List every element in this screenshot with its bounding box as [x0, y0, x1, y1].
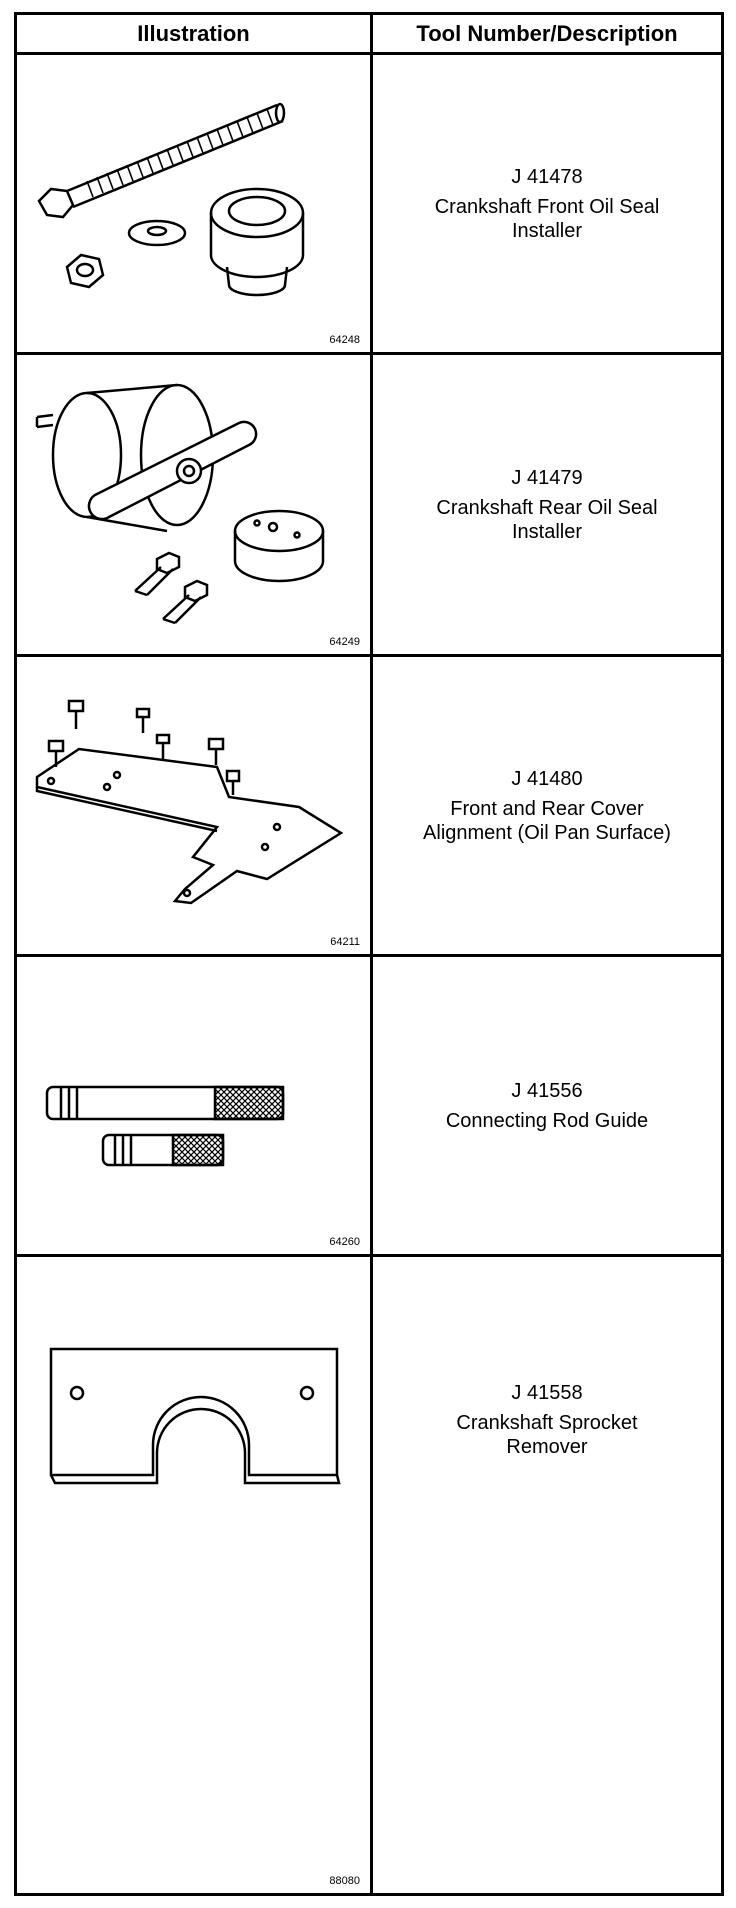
- table-row: 64248 J 41478 Crankshaft Front Oil Seal …: [17, 55, 721, 355]
- tool-number: J 41556: [511, 1079, 583, 1102]
- tool-description-line1: Front and Rear Cover: [450, 797, 644, 820]
- tool-description-line1: Crankshaft Rear Oil Seal: [436, 496, 658, 519]
- illustration-alignment-plate: 64211: [17, 657, 370, 954]
- table-row: 64249 J 41479 Crankshaft Rear Oil Seal I…: [17, 355, 721, 657]
- illustration-sprocket-remover: 88080: [17, 1257, 370, 1893]
- table-header: Illustration Tool Number/Description: [17, 15, 721, 55]
- illustration-seal-installer-front: 64248: [17, 55, 370, 352]
- tool-description-line2: Installer: [511, 520, 583, 543]
- tool-description-line2: Alignment (Oil Pan Surface): [423, 821, 671, 844]
- tool-description: J 41478 Crankshaft Front Oil Seal Instal…: [373, 55, 721, 352]
- figure-number: 64211: [330, 936, 360, 948]
- figure-number: 64248: [329, 334, 360, 346]
- tool-number: J 41558: [511, 1382, 583, 1404]
- tool-table: Illustration Tool Number/Description: [14, 12, 724, 1896]
- tool-description: J 41558 Crankshaft Sprocket Remover: [373, 1257, 721, 1893]
- tool-description-line1: Crankshaft Sprocket: [456, 1412, 638, 1434]
- header-illustration: Illustration: [137, 20, 250, 46]
- tool-description-line2: Remover: [506, 1436, 588, 1458]
- tool-description: J 41479 Crankshaft Rear Oil Seal Install…: [373, 355, 721, 654]
- tool-number: J 41479: [511, 466, 583, 489]
- tool-description: J 41480 Front and Rear Cover Alignment (…: [373, 657, 721, 954]
- tool-description: J 41556 Connecting Rod Guide: [373, 957, 721, 1254]
- table-row: 64211 J 41480 Front and Rear Cover Align…: [17, 657, 721, 957]
- illustration-rod-guide: 64260: [17, 957, 370, 1254]
- header-tool-number: Tool Number/Description: [416, 20, 678, 46]
- tool-number: J 41480: [511, 767, 583, 790]
- tool-description-line1: Connecting Rod Guide: [445, 1109, 649, 1132]
- figure-number: 64249: [329, 636, 360, 648]
- tool-description-line1: Crankshaft Front Oil Seal: [434, 195, 660, 218]
- figure-number: 88080: [329, 1875, 360, 1887]
- table-row: 88080 J 41558 Crankshaft Sprocket Remove…: [17, 1257, 721, 1893]
- illustration-seal-installer-rear: 64249: [17, 355, 370, 654]
- tool-number: J 41478: [511, 165, 583, 188]
- tool-description-line2: Installer: [511, 219, 583, 242]
- figure-number: 64260: [329, 1236, 360, 1248]
- table-row: 64260 J 41556 Connecting Rod Guide: [17, 957, 721, 1257]
